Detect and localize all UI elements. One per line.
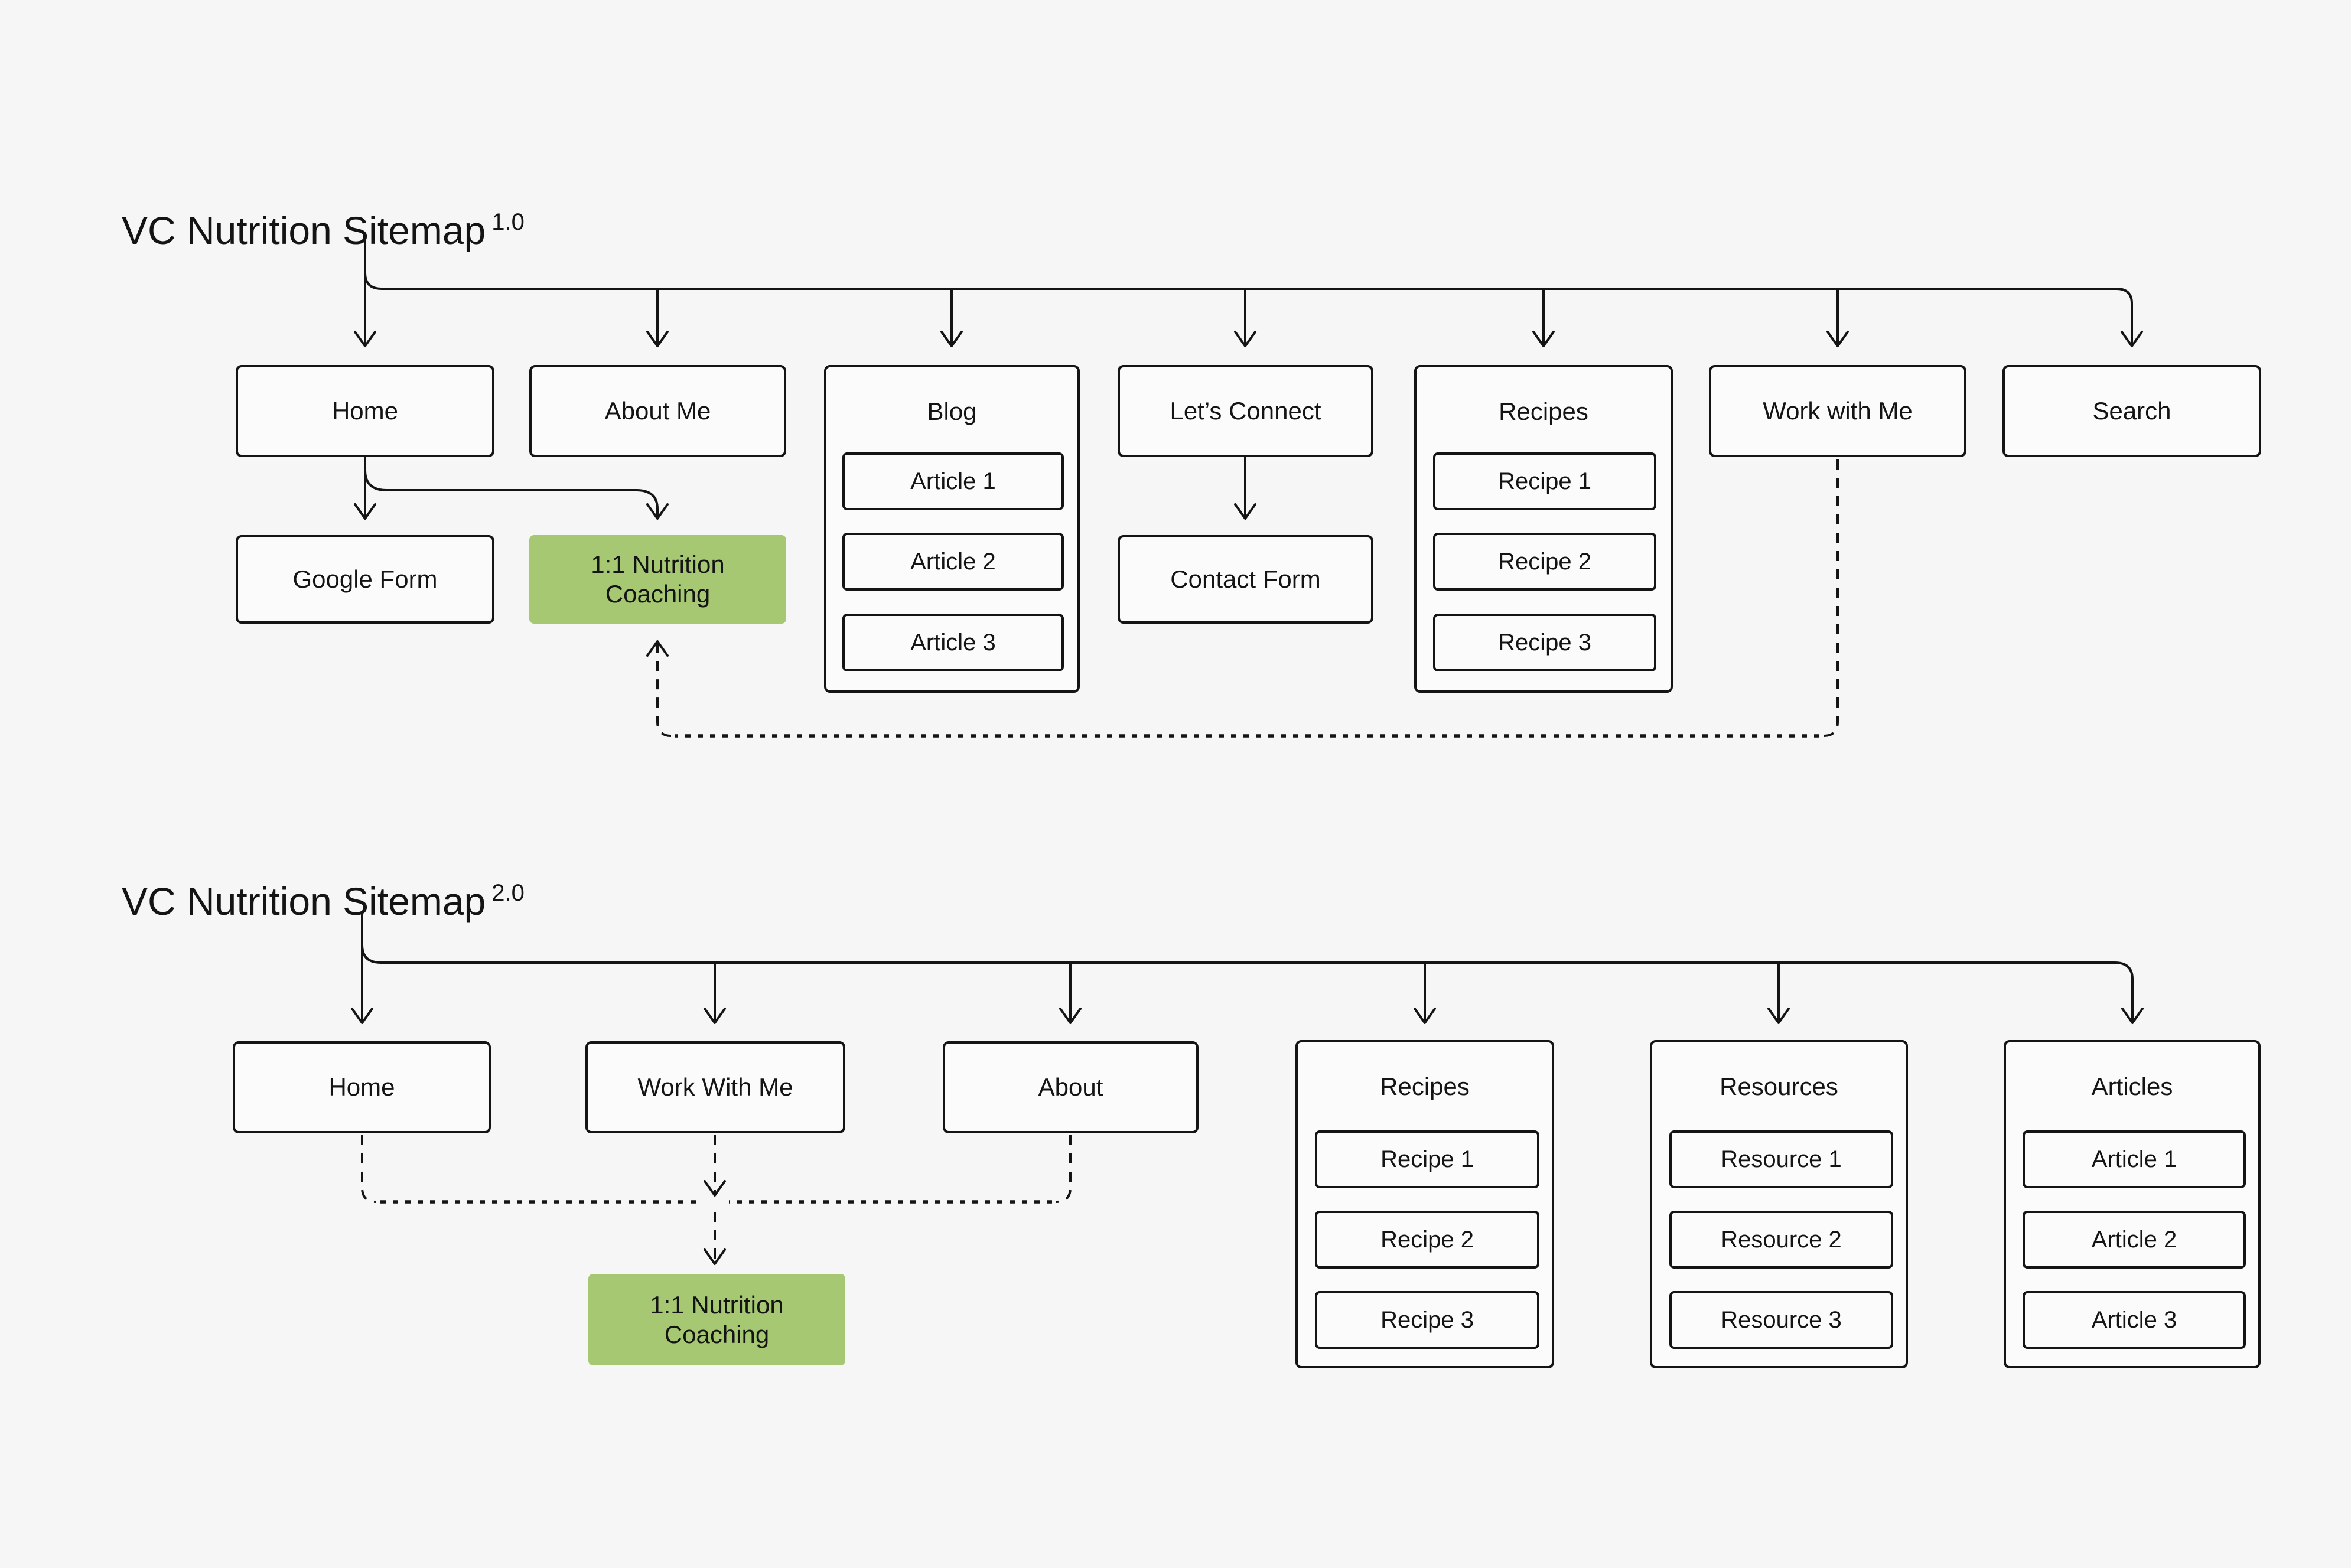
s1-child-article-2: Article 2 bbox=[842, 533, 1064, 591]
sitemap1-title-text: VC Nutrition Sitemap bbox=[122, 208, 486, 253]
s2-child-recipe-3-label: Recipe 3 bbox=[1380, 1306, 1474, 1333]
s2-node-about-label: About bbox=[1038, 1073, 1103, 1101]
s1-container-recipes: Recipes Recipe 1 Recipe 2 Recipe 3 bbox=[1414, 365, 1673, 693]
s2-rail-to-articles-connector bbox=[361, 944, 2144, 1024]
s2-container-resources-label: Resources bbox=[1720, 1073, 1838, 1100]
s1-container-blog-heading: Blog bbox=[826, 367, 1077, 456]
s2-node-home-label: Home bbox=[328, 1073, 395, 1101]
s1-node-lets-connect: Let’s Connect bbox=[1118, 365, 1373, 457]
s1-child-article-2-label: Article 2 bbox=[910, 548, 996, 575]
s1-dashed-workwithme-down bbox=[1823, 459, 1839, 737]
s2-child-recipe-3: Recipe 3 bbox=[1315, 1291, 1539, 1349]
s2-container-resources-heading: Resources bbox=[1652, 1042, 1906, 1131]
s2-node-nutrition-coaching-label: 1:1 Nutrition Coaching bbox=[650, 1290, 784, 1348]
s2-child-recipe-1-label: Recipe 1 bbox=[1380, 1146, 1474, 1172]
s1-container-recipes-label: Recipes bbox=[1499, 397, 1588, 425]
s2-child-article-3-label: Article 3 bbox=[2091, 1306, 2177, 1333]
s2-container-resources: Resources Resource 1 Resource 2 Resource… bbox=[1650, 1040, 1908, 1368]
s2-dashed-home-down bbox=[361, 1135, 377, 1203]
s2-child-article-1-label: Article 1 bbox=[2091, 1146, 2177, 1172]
s2-child-recipe-1: Recipe 1 bbox=[1315, 1130, 1539, 1188]
s2-container-articles-label: Articles bbox=[2091, 1073, 2173, 1100]
s2-child-recipe-2: Recipe 2 bbox=[1315, 1211, 1539, 1269]
s2-child-article-2-label: Article 2 bbox=[2091, 1226, 2177, 1253]
s1-child-article-1-label: Article 1 bbox=[910, 468, 996, 494]
s2-child-article-1: Article 1 bbox=[2023, 1130, 2246, 1188]
s2-child-article-3: Article 3 bbox=[2023, 1291, 2246, 1349]
s1-child-recipe-1-label: Recipe 1 bbox=[1498, 468, 1591, 494]
s2-node-nutrition-coaching: 1:1 Nutrition Coaching bbox=[588, 1274, 845, 1365]
s2-child-resource-1-label: Resource 1 bbox=[1721, 1146, 1842, 1172]
sitemap2-title-text: VC Nutrition Sitemap bbox=[122, 879, 486, 924]
s1-node-work-with-me: Work with Me bbox=[1709, 365, 1966, 457]
s2-child-article-2: Article 2 bbox=[2023, 1211, 2246, 1269]
s1-child-recipe-3-label: Recipe 3 bbox=[1498, 629, 1591, 656]
s1-node-about-me: About Me bbox=[529, 365, 786, 457]
s1-child-recipe-3: Recipe 3 bbox=[1433, 614, 1656, 671]
s2-container-recipes: Recipes Recipe 1 Recipe 2 Recipe 3 bbox=[1295, 1040, 1554, 1368]
s2-container-recipes-heading: Recipes bbox=[1298, 1042, 1552, 1131]
s2-container-articles: Articles Article 1 Article 2 Article 3 bbox=[2004, 1040, 2261, 1368]
s1-home-to-coaching-connector bbox=[364, 470, 669, 520]
s1-child-recipe-1: Recipe 1 bbox=[1433, 452, 1656, 510]
s1-dashed-up-to-coaching bbox=[646, 640, 672, 737]
sitemap1-version: 1.0 bbox=[491, 209, 525, 236]
s1-node-search: Search bbox=[2002, 365, 2261, 457]
s1-node-google-form: Google Form bbox=[236, 535, 494, 624]
s2-child-recipe-2-label: Recipe 2 bbox=[1380, 1226, 1474, 1253]
s1-node-google-form-label: Google Form bbox=[292, 565, 438, 594]
s1-child-recipe-2-label: Recipe 2 bbox=[1498, 548, 1591, 575]
s1-node-lets-connect-label: Let’s Connect bbox=[1170, 397, 1321, 425]
s2-node-home: Home bbox=[233, 1041, 491, 1133]
s1-node-work-with-me-label: Work with Me bbox=[1763, 397, 1913, 425]
s2-child-resource-2: Resource 2 bbox=[1669, 1211, 1893, 1269]
s2-dashed-about-down bbox=[1056, 1135, 1072, 1203]
sitemap2-version: 2.0 bbox=[491, 880, 525, 907]
s2-child-resource-1: Resource 1 bbox=[1669, 1130, 1893, 1188]
s2-node-work-with-me: Work With Me bbox=[585, 1041, 845, 1133]
s2-child-resource-3: Resource 3 bbox=[1669, 1291, 1893, 1349]
s2-container-recipes-label: Recipes bbox=[1380, 1073, 1470, 1100]
s2-node-work-with-me-label: Work With Me bbox=[637, 1073, 793, 1101]
s1-child-article-3-label: Article 3 bbox=[910, 629, 996, 656]
s2-node-about: About bbox=[943, 1041, 1199, 1133]
s1-node-search-label: Search bbox=[2092, 397, 2171, 425]
s1-node-nutrition-coaching-label: 1:1 Nutrition Coaching bbox=[591, 550, 725, 608]
s1-container-blog-label: Blog bbox=[927, 397, 977, 425]
s1-node-contact-form-label: Contact Form bbox=[1170, 565, 1321, 594]
s1-node-nutrition-coaching: 1:1 Nutrition Coaching bbox=[529, 535, 786, 624]
s1-node-home: Home bbox=[236, 365, 494, 457]
s1-rail-to-search-connector bbox=[364, 272, 2143, 347]
s1-child-recipe-2: Recipe 2 bbox=[1433, 533, 1656, 591]
s1-node-contact-form: Contact Form bbox=[1118, 535, 1373, 624]
s2-container-articles-heading: Articles bbox=[2006, 1042, 2258, 1131]
s1-child-article-1: Article 1 bbox=[842, 452, 1064, 510]
s2-child-resource-3-label: Resource 3 bbox=[1721, 1306, 1842, 1333]
s1-container-blog: Blog Article 1 Article 2 Article 3 bbox=[824, 365, 1080, 693]
s1-node-about-me-label: About Me bbox=[604, 397, 711, 425]
s1-node-home-label: Home bbox=[331, 397, 399, 425]
s1-container-recipes-heading: Recipes bbox=[1417, 367, 1671, 456]
s2-child-resource-2-label: Resource 2 bbox=[1721, 1226, 1842, 1253]
s1-child-article-3: Article 3 bbox=[842, 614, 1064, 671]
